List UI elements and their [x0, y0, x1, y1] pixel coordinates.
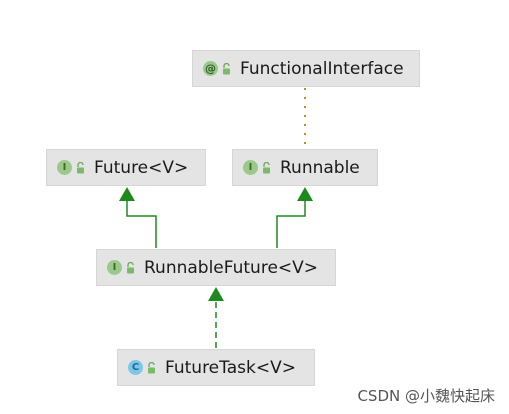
- open-lock-icon: [77, 161, 84, 173]
- node-label: RunnableFuture<V>: [144, 257, 319, 278]
- interface-badge-icon: I: [107, 260, 122, 275]
- interface-badge-icon: I: [243, 160, 258, 175]
- class-badge-icon: C: [128, 360, 143, 375]
- node-label: Runnable: [280, 157, 360, 178]
- open-lock-icon: [223, 62, 230, 74]
- interface-badge-icon: I: [57, 160, 72, 175]
- arrowhead-future: [119, 187, 135, 201]
- arrowhead-runnable: [297, 187, 313, 201]
- node-label: FutureTask<V>: [165, 357, 296, 378]
- node-label: FunctionalInterface: [240, 58, 404, 79]
- extends-edge-future: [126, 196, 157, 248]
- node-runnable[interactable]: I Runnable: [232, 149, 378, 186]
- arrowhead-runnable-future: [208, 287, 224, 301]
- extends-edge-runnable: [276, 196, 306, 248]
- node-label: Future<V>: [94, 157, 189, 178]
- node-future[interactable]: I Future<V>: [46, 149, 206, 186]
- watermark: CSDN @小魏快起床: [357, 387, 495, 405]
- node-functional-interface[interactable]: @ FunctionalInterface: [192, 50, 420, 87]
- node-runnable-future[interactable]: I RunnableFuture<V>: [96, 249, 336, 286]
- node-future-task[interactable]: C FutureTask<V>: [117, 349, 315, 386]
- open-lock-icon: [263, 161, 270, 173]
- open-lock-icon: [127, 261, 134, 273]
- open-lock-icon: [148, 361, 155, 373]
- annotation-badge-icon: @: [203, 61, 218, 76]
